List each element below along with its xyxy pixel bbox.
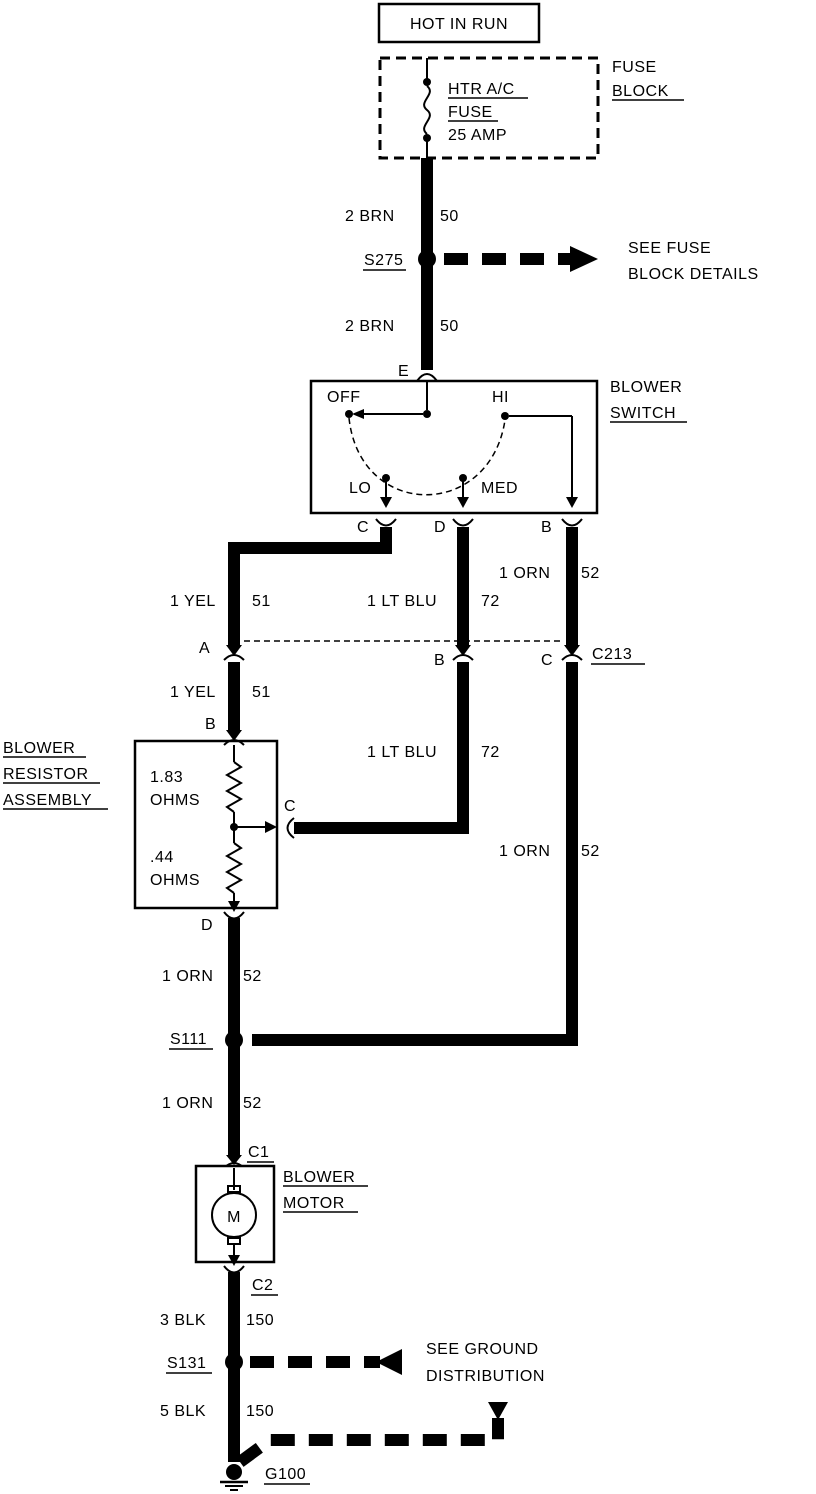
resistor-pin-b: B bbox=[205, 716, 216, 733]
switch-pin-b: B bbox=[541, 519, 552, 536]
resistor-r1-value: 1.83 bbox=[150, 769, 183, 786]
motor-pin-c1: C1 bbox=[248, 1144, 269, 1161]
ground-details-arrow-icon bbox=[376, 1349, 402, 1375]
fuse-block: HTR A/C FUSE 25 AMP FUSE BLOCK bbox=[378, 56, 684, 160]
c213-pin-c: C bbox=[541, 652, 553, 669]
power-source-box bbox=[377, 2, 541, 44]
wire-brn-50-circuit-mid: 50 bbox=[440, 318, 459, 335]
switch-pin-c: C bbox=[357, 519, 369, 536]
blower-switch-box bbox=[309, 379, 599, 515]
resistor-label-1: BLOWER bbox=[3, 740, 75, 757]
wire-orn-52-size-right: 1 ORN bbox=[499, 843, 550, 860]
splice-s111: S111 bbox=[169, 1031, 243, 1050]
resistor-box bbox=[133, 739, 279, 910]
fuse-icon bbox=[423, 85, 431, 135]
wire-orn-52-circuit-resistor: 52 bbox=[243, 968, 262, 985]
ground-return-dashed-lead bbox=[236, 1418, 504, 1467]
fuse-rating: 25 AMP bbox=[448, 127, 507, 144]
wire-orn-52-circuit-motor: 52 bbox=[243, 1095, 262, 1112]
ground-g100: G100 bbox=[220, 1464, 310, 1491]
wire-blk-150-circuit-bottom: 150 bbox=[246, 1403, 274, 1420]
wire-brn-50-size-mid: 2 BRN bbox=[345, 318, 395, 335]
c213-label: C213 bbox=[592, 646, 632, 663]
c213-pin-a: A bbox=[199, 640, 210, 657]
ground-details-line-1: SEE GROUND bbox=[426, 1341, 539, 1358]
switch-position-off: OFF bbox=[327, 389, 361, 406]
wire-yel-51-circuit-top: 51 bbox=[252, 593, 271, 610]
splice-s131: S131 SEE GROUND DISTRIBUTION bbox=[166, 1341, 545, 1385]
wire-ltblu-72-bottom bbox=[294, 662, 469, 834]
wire-orn-52-size-motor: 1 ORN bbox=[162, 1095, 213, 1112]
motor-pin-c2: C2 bbox=[252, 1277, 273, 1294]
blower-motor: C1 M C2 BLOWER MOTOR bbox=[194, 1144, 368, 1296]
wire-blk-150-size-bottom: 5 BLK bbox=[160, 1403, 206, 1420]
resistor-lower-icon bbox=[224, 842, 244, 894]
splice-s275-label: S275 bbox=[364, 252, 403, 269]
switch-pin-d: D bbox=[434, 519, 446, 536]
wire-ltblu-72-circuit-top: 72 bbox=[481, 593, 500, 610]
resistor-upper-icon bbox=[224, 761, 244, 813]
wire-ltblu-72-size-bottom: 1 LT BLU bbox=[367, 744, 437, 761]
motor-label-2: MOTOR bbox=[283, 1195, 345, 1212]
wire-yel-51-top bbox=[228, 527, 392, 645]
wire-orn-52-size-switch: 1 ORN bbox=[499, 565, 550, 582]
fuse-block-label-1: FUSE bbox=[612, 59, 657, 76]
wire-orn-52-circuit-switch: 52 bbox=[581, 565, 600, 582]
wire-brn-50-circuit-top: 50 bbox=[440, 208, 459, 225]
resistor-r2-value: .44 bbox=[150, 849, 174, 866]
fuse-details-line-1: SEE FUSE bbox=[628, 240, 711, 257]
splice-s275-dot bbox=[418, 250, 436, 268]
wire-orn-52-circuit-right: 52 bbox=[581, 843, 600, 860]
fuse-details-arrow-icon bbox=[570, 246, 598, 272]
resistor-label-2: RESISTOR bbox=[3, 766, 89, 783]
splice-s111-dot bbox=[225, 1031, 243, 1049]
motor-symbol: M bbox=[227, 1209, 241, 1226]
wire-ltblu-72-circuit-bottom: 72 bbox=[481, 744, 500, 761]
power-source-label: HOT IN RUN bbox=[410, 16, 508, 33]
wire-blk-150-circuit-top: 150 bbox=[246, 1312, 274, 1329]
connector-c213: A B C C213 bbox=[199, 640, 645, 669]
splice-s275: S275 SEE FUSE BLOCK DETAILS bbox=[363, 240, 759, 283]
fuse-name: HTR A/C bbox=[448, 81, 515, 98]
wire-yel-51-size-top: 1 YEL bbox=[170, 593, 216, 610]
wire-orn-52-right bbox=[252, 662, 578, 1046]
resistor-pin-c: C bbox=[284, 798, 296, 815]
fuse-details-line-2: BLOCK DETAILS bbox=[628, 266, 759, 283]
resistor-pin-d: D bbox=[201, 917, 213, 934]
blower-switch-label-1: BLOWER bbox=[610, 379, 682, 396]
fuse-block-label-2: BLOCK bbox=[612, 83, 669, 100]
wire-orn-52-size-resistor: 1 ORN bbox=[162, 968, 213, 985]
switch-position-hi: HI bbox=[492, 389, 509, 406]
switch-pin-e: E bbox=[398, 363, 409, 380]
splice-s131-label: S131 bbox=[167, 1355, 206, 1372]
switch-position-lo: LO bbox=[349, 480, 371, 497]
blower-switch: E OFF HI LO MED BLOWER SWITCH C D bbox=[309, 363, 687, 536]
fuse-label: FUSE bbox=[448, 104, 493, 121]
power-source: HOT IN RUN bbox=[377, 2, 541, 44]
c213-pin-b: B bbox=[434, 652, 445, 669]
resistor-r1-unit: OHMS bbox=[150, 792, 200, 809]
resistor-label-3: ASSEMBLY bbox=[3, 792, 92, 809]
connector-e-icon bbox=[416, 373, 438, 382]
wire-brn-50-size-top: 2 BRN bbox=[345, 208, 395, 225]
ground-details-line-2: DISTRIBUTION bbox=[426, 1368, 545, 1385]
ground-g100-label: G100 bbox=[265, 1466, 306, 1483]
blower-switch-label-2: SWITCH bbox=[610, 405, 676, 422]
wire-ltblu-72-size-top: 1 LT BLU bbox=[367, 593, 437, 610]
wire-yel-51-circuit-bottom: 51 bbox=[252, 684, 271, 701]
wire-blk-150-size-top: 3 BLK bbox=[160, 1312, 206, 1329]
resistor-r2-unit: OHMS bbox=[150, 872, 200, 889]
wire-yel-51-size-bottom: 1 YEL bbox=[170, 684, 216, 701]
splice-s131-dot bbox=[225, 1353, 243, 1371]
fuse-block-outline bbox=[378, 56, 600, 160]
blower-resistor-assembly: B 1.83 OHMS .44 OHMS C D BLOWER RESISTOR… bbox=[3, 716, 296, 934]
switch-travel-arc bbox=[348, 417, 506, 496]
switch-position-med: MED bbox=[481, 480, 518, 497]
splice-s111-label: S111 bbox=[170, 1031, 207, 1048]
motor-label-1: BLOWER bbox=[283, 1169, 355, 1186]
